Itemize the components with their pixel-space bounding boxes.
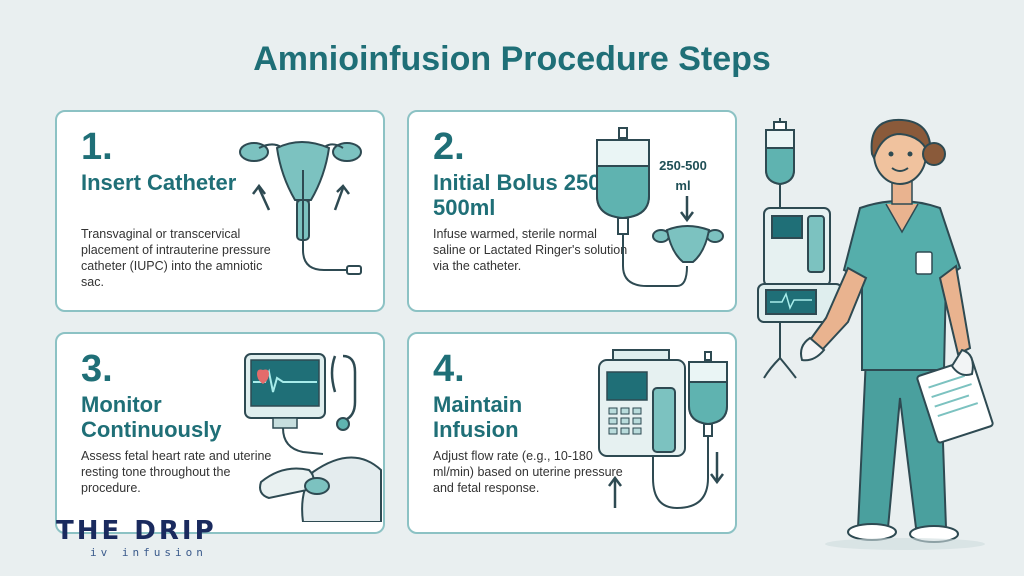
step-heading: Insert Catheter [81, 170, 237, 195]
step-heading: Maintain Infusion [433, 392, 523, 442]
volume-label: 250-500 ml [659, 158, 707, 193]
iv-bag-uterus-icon [596, 127, 724, 287]
brand-logo: THE DRIP iv infusion [56, 516, 217, 559]
step-card-2: 2. Initial Bolus 250-500ml Infuse warmed… [407, 110, 737, 312]
step-heading: Monitor Continuously [81, 392, 222, 442]
fetal-monitor-icon [244, 353, 382, 522]
step-card-3: 3. Monitor Continuously Assess fetal hea… [55, 332, 385, 534]
step-card-1: 1. Insert Catheter Transvaginal or trans… [55, 110, 385, 312]
step-description: Infuse warmed, sterile normal saline or … [433, 227, 628, 273]
step-description: Adjust flow rate (e.g., 10-180 ml/min) b… [433, 449, 623, 495]
uterus-catheter-icon [239, 141, 362, 275]
infusion-pump-icon [598, 349, 728, 510]
step-description: Assess fetal heart rate and uterine rest… [81, 449, 272, 495]
step-number: 4. [433, 348, 465, 390]
page-title: Amnioinfusion Procedure Steps [253, 40, 771, 78]
brand-tagline: iv infusion [90, 546, 207, 559]
step-number: 2. [433, 126, 465, 168]
step-number: 1. [81, 126, 113, 168]
brand-name: THE DRIP [56, 516, 217, 546]
step-description: Transvaginal or transcervical placement … [81, 227, 271, 289]
step-heading: Initial Bolus 250-500ml [433, 170, 608, 220]
nurse-with-iv-pole-illustration [757, 118, 994, 550]
step-card-4: 4. Maintain Infusion Adjust flow rate (e… [407, 332, 737, 534]
step-number: 3. [81, 348, 113, 390]
